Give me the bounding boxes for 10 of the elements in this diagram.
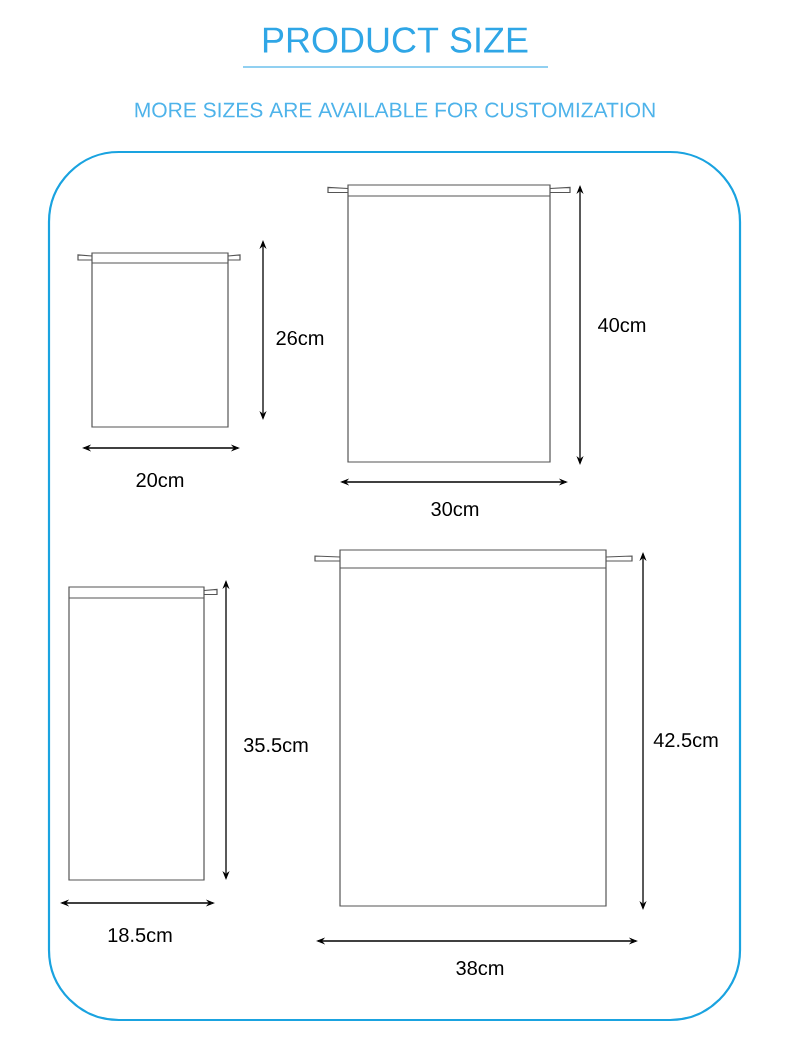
dimension-label: 35.5cm: [244, 737, 308, 753]
dimension-label: 40cm: [598, 317, 646, 333]
dimension-label: 18.5cm: [108, 927, 172, 943]
dimension-label: 38cm: [456, 960, 504, 976]
dimension-label: 30cm: [431, 501, 479, 517]
title: PRODUCT SIZE: [263, 27, 528, 53]
dimension-label: 20cm: [136, 472, 184, 488]
subtitle: MORE SIZES ARE AVAILABLE FOR CUSTOMIZATION: [135, 102, 655, 118]
dimension-label: 26cm: [276, 330, 324, 346]
dimension-label: 42.5cm: [653, 732, 718, 748]
